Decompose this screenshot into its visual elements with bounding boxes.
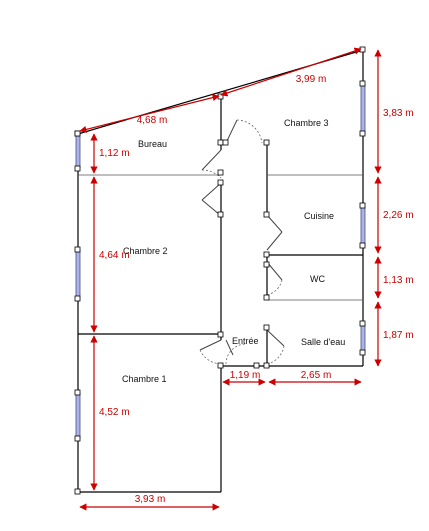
dim-line-top-right — [220, 47, 362, 97]
dimension-lines — [79, 47, 382, 511]
dim-right-salle-eau: 1,87 m — [383, 330, 414, 341]
room-chambre3: Chambre 3 — [284, 118, 329, 128]
handles — [74, 46, 366, 495]
dim-left-chambre1: 4,52 m — [99, 407, 130, 418]
dimension-labels: 4,68 m 3,99 m 3,83 m 2,26 m 1,13 m 1,87 … — [99, 74, 414, 505]
doors — [199, 119, 285, 365]
dim-left-chambre2: 4,64 m — [99, 250, 130, 261]
dim-right-chambre3: 3,83 m — [383, 108, 414, 119]
dim-top-left: 4,68 m — [137, 115, 168, 126]
interior-walls — [78, 97, 363, 366]
room-bureau: Bureau — [138, 139, 167, 149]
dim-bottom-left: 3,93 m — [135, 494, 166, 505]
dim-top-right: 3,99 m — [296, 74, 327, 85]
room-cuisine: Cuisine — [304, 211, 334, 221]
dim-right-wc: 1,13 m — [383, 275, 414, 286]
dim-bottom-entree: 1,19 m — [230, 370, 261, 381]
room-wc: WC — [310, 274, 325, 284]
room-salle-eau: Salle d'eau — [301, 337, 345, 347]
windows — [74, 80, 366, 442]
dim-bottom-right: 2,65 m — [301, 370, 332, 381]
room-chambre1: Chambre 1 — [122, 374, 167, 384]
room-chambre2: Chambre 2 — [123, 246, 168, 256]
dim-right-cuisine: 2,26 m — [383, 210, 414, 221]
room-entree: Entrée — [232, 336, 259, 346]
room-labels: Bureau Chambre 3 Chambre 2 Cuisine WC En… — [122, 118, 345, 384]
dim-line-top-left — [79, 94, 220, 133]
dim-left-bureau: 1,12 m — [99, 148, 130, 159]
